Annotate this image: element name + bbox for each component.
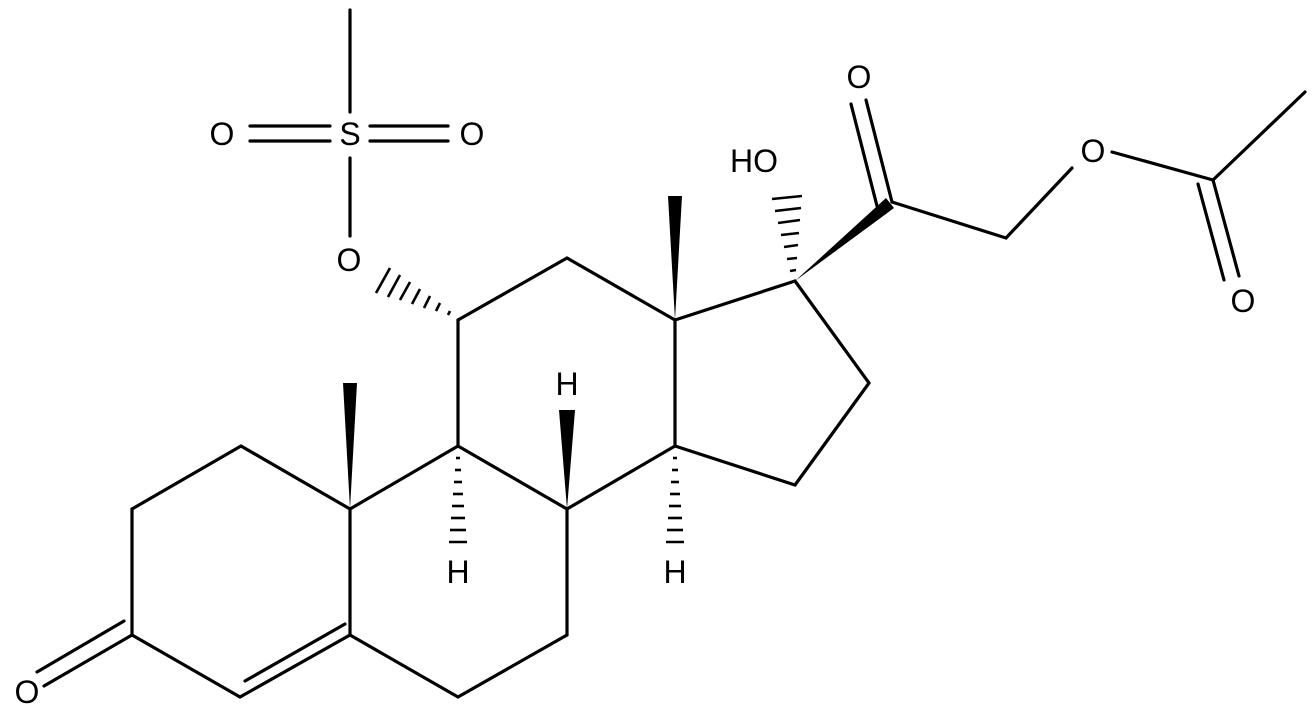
hash-c9-h	[449, 456, 467, 544]
wedge-c13-methyl	[668, 196, 682, 320]
atom-o-mesyl-right: O	[460, 116, 485, 152]
bond-c20-o-b	[849, 102, 879, 208]
bond-c8-c9	[456, 444, 569, 511]
wedge-c10-methyl	[343, 383, 357, 509]
bond-acyl-c-o-a	[1211, 178, 1241, 278]
wedge-c8-h	[559, 410, 575, 509]
bond-c4-c5-double	[243, 622, 347, 683]
bond-c14-c8	[565, 444, 677, 511]
bond-c11-c12	[456, 256, 569, 322]
atom-h-c8: H	[555, 366, 578, 402]
hash-c11-o	[374, 267, 452, 316]
atom-o-c11-ester: O	[337, 242, 362, 278]
atom-o-mesyl-left: O	[210, 116, 235, 152]
bond-c3-c4	[130, 633, 242, 699]
bond-acyl-c-o-b	[1196, 182, 1226, 282]
bond-c20-o-a	[864, 98, 894, 204]
atom-s-mesyl: S	[339, 116, 360, 152]
atom-h-c14: H	[663, 554, 686, 590]
bond-c12-c13	[565, 256, 677, 322]
atom-h-c9: H	[446, 554, 469, 590]
atom-o-c20-ketone: O	[847, 59, 872, 95]
atom-o-c21-ester: O	[1081, 133, 1106, 169]
bond-c21-o	[1004, 166, 1074, 240]
hash-c14-h	[666, 456, 684, 544]
bond-c20-c21	[890, 200, 1008, 240]
bond-c4-c5	[238, 633, 352, 699]
wedge-c17-c20	[795, 198, 894, 281]
bond-c9-c10	[348, 444, 460, 511]
bond-c16-c15	[793, 381, 871, 487]
bond-acyl-c-methyl	[1211, 90, 1307, 182]
bond-c3-o-a	[42, 633, 134, 688]
bond-c6-c7	[456, 633, 569, 699]
bond-c1-c2	[130, 444, 243, 511]
bond-c17-c16	[793, 279, 871, 385]
bond-o-acyl-c	[1110, 150, 1215, 182]
atom-o-acetyl-carbonyl: O	[1231, 283, 1256, 319]
bond-c3-o-b	[35, 619, 126, 674]
hash-c17-oh	[771, 194, 803, 273]
bond-c5-c6	[348, 633, 460, 699]
bond-c13-c17	[673, 279, 797, 322]
bond-c15-c14	[673, 444, 797, 487]
atom-o-c3-ketone: O	[15, 674, 40, 710]
atom-oh-c17: HO	[730, 143, 778, 179]
bond-c10-c1	[239, 444, 352, 511]
